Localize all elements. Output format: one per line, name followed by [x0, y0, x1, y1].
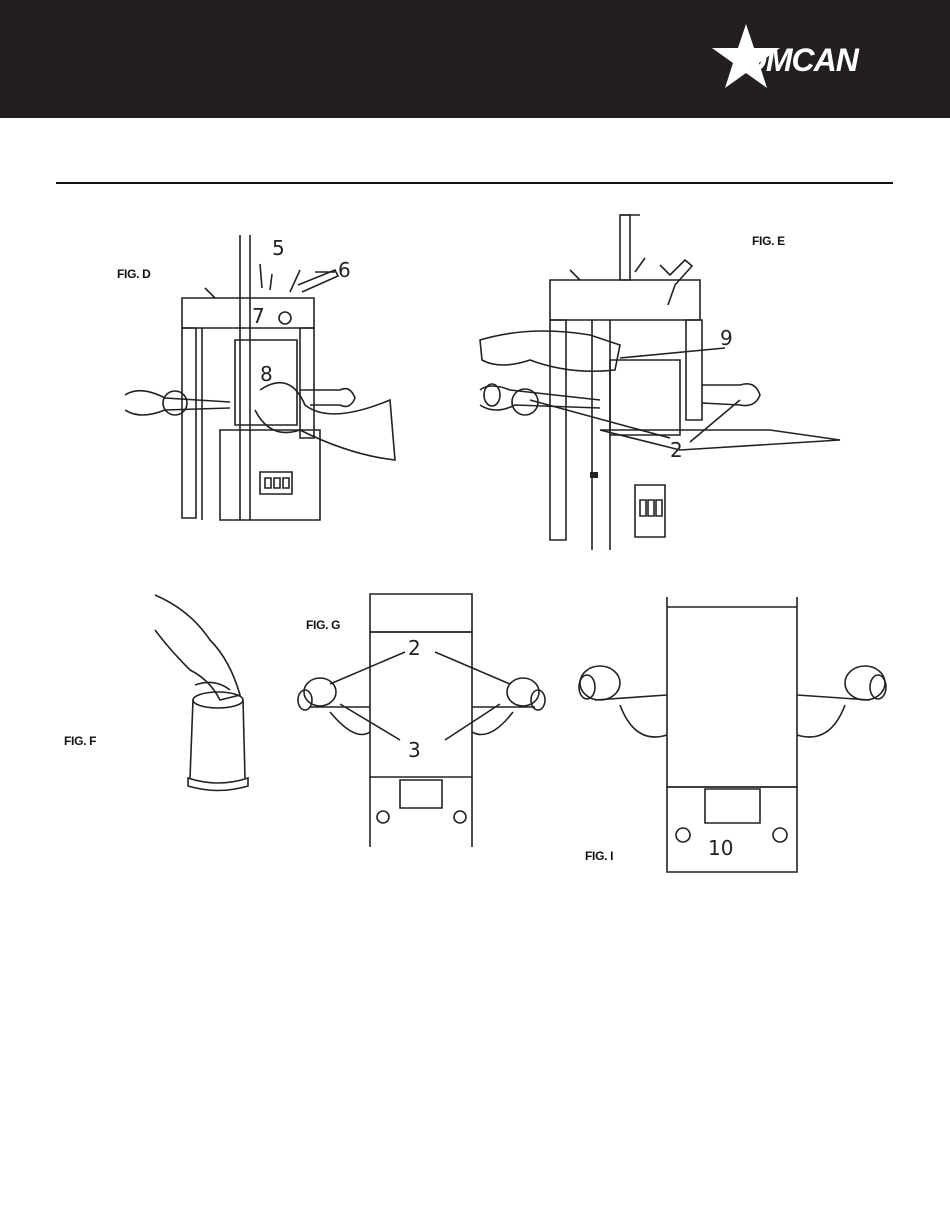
brand-name: OMCAN: [742, 44, 858, 76]
fig-e-illustration: [470, 210, 840, 550]
fig-d-callout-5: 5: [272, 236, 285, 260]
fig-d-callout-7: 7: [252, 304, 265, 328]
fig-g-callout-2: 2: [408, 636, 421, 660]
fig-d-callout-6: 6: [338, 258, 351, 282]
fig-g-callout-3: 3: [408, 738, 421, 762]
section-divider: [56, 182, 893, 184]
fig-f-label: FIG. F: [64, 734, 96, 748]
fig-f-illustration: [150, 590, 260, 800]
fig-g-illustration: [295, 592, 555, 850]
fig-i-callout-10: 10: [708, 836, 733, 860]
fig-d-callout-8: 8: [260, 362, 273, 386]
header-bar: OMCAN: [0, 0, 950, 118]
fig-e-callout-2: 2: [670, 438, 683, 462]
fig-e-callout-9: 9: [720, 326, 733, 350]
